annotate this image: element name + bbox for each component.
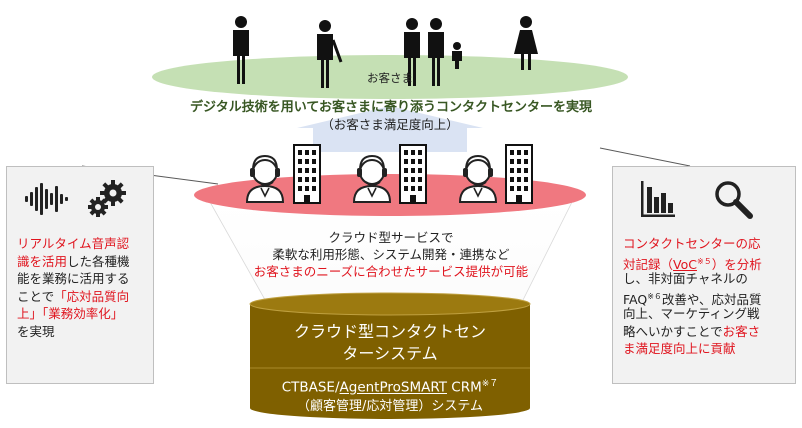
customer-ellipse bbox=[152, 55, 628, 99]
right-text-7: ま満足度向上に貢献 bbox=[623, 341, 736, 356]
audio-waveform-icon bbox=[25, 183, 68, 215]
right-text-4: FAQ※６改善や、応対品質 bbox=[623, 291, 762, 307]
right-callout-line bbox=[599, 147, 691, 167]
cylinder-subtitle: （顧客管理/応対管理）システム bbox=[297, 399, 483, 414]
cylinder-title-2: ターシステム bbox=[342, 344, 438, 363]
voc-link[interactable]: VoC bbox=[673, 256, 697, 272]
product-link[interactable]: AgentProSMART bbox=[339, 379, 447, 396]
cloud-line-1: クラウド型サービスで bbox=[328, 230, 454, 245]
product-name: CTBASE/AgentProSMART CRM※７ bbox=[252, 376, 528, 396]
customer-label: お客さま bbox=[367, 71, 413, 85]
right-text-2: 対記録（VoC※５）を分析 bbox=[623, 256, 762, 272]
right-text-5: 向上、マーケティング戦 bbox=[623, 306, 760, 321]
magnifier-icon bbox=[715, 181, 753, 219]
crm-cylinder bbox=[249, 292, 531, 419]
left-text-5: 上」「業務効率化」 bbox=[17, 306, 124, 321]
bar-chart-icon bbox=[641, 181, 675, 217]
left-text-1: リアルタイム音声認 bbox=[17, 236, 130, 251]
left-panel: リアルタイム音声認 識を活用した各種機 能を業務に活用する ことで「応対品質向 … bbox=[6, 166, 154, 384]
right-text-1: コンタクトセンターの応 bbox=[623, 236, 761, 251]
left-text-3: 能を業務に活用する bbox=[17, 271, 130, 286]
elderly-person-icon bbox=[317, 20, 343, 88]
left-text-6: を実現 bbox=[17, 323, 55, 339]
cloud-line-3: お客さまのニーズに合わせたサービス提供が可能 bbox=[253, 264, 529, 279]
product-suffix: CRM bbox=[447, 379, 482, 396]
right-text-3: し、非対面チャネルの bbox=[623, 271, 748, 286]
office-building-icon bbox=[293, 144, 321, 204]
left-text-2: 識を活用した各種機 bbox=[17, 253, 130, 269]
right-text-6: 略へいかすことでお客さ bbox=[623, 323, 761, 339]
person-woman-icon bbox=[514, 16, 538, 70]
office-building-icon bbox=[505, 144, 533, 204]
product-prefix: CTBASE/ bbox=[281, 379, 340, 396]
up-arrow bbox=[297, 106, 483, 152]
right-panel: コンタクトセンターの応 対記録（VoC※５）を分析 し、非対面チャネルの FAQ… bbox=[612, 166, 796, 384]
headline: デジタル技術を用いてお客さまに寄り添うコンタクトセンターを実現 bbox=[190, 100, 592, 115]
left-text-4: ことで「応対品質向 bbox=[17, 288, 130, 304]
family-icon bbox=[404, 18, 462, 86]
gears-icon bbox=[88, 180, 126, 217]
product-note: ※７ bbox=[481, 379, 499, 389]
cloud-line-2: 柔軟な利用形態、システム開発・連携など bbox=[272, 247, 510, 262]
service-ellipse bbox=[194, 174, 586, 216]
cylinder-title-1: クラウド型コンタクトセン bbox=[293, 322, 486, 341]
office-building-icon bbox=[399, 144, 427, 204]
headline-sub: （お客さま満足度向上） bbox=[321, 117, 459, 132]
